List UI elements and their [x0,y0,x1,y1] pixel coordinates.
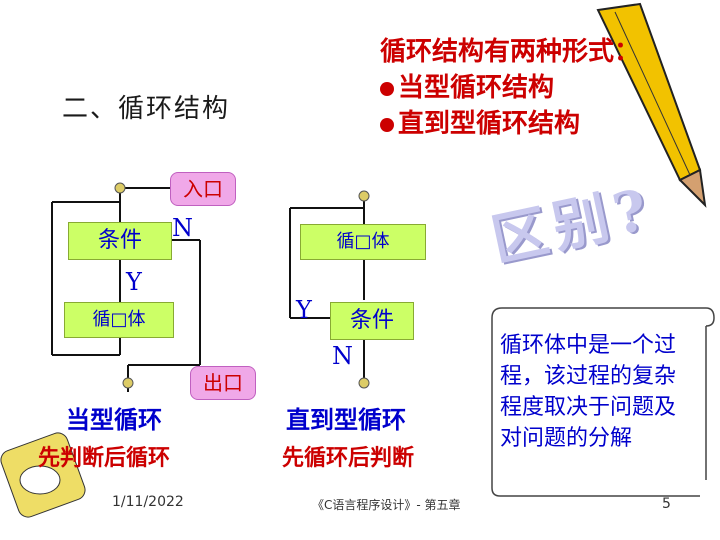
left-body-box: 循□体 [64,302,174,338]
form-item-1: 当型循环结构 [380,70,640,106]
footer-course: 《C语言程序设计》- 第五章 [312,498,461,512]
footer-date: 1/11/2022 [112,494,184,510]
bullet-icon [380,81,394,96]
entry-label: 入口 [170,172,236,206]
left-condition-box: 条件 [68,222,172,260]
left-no-label: N [172,214,193,242]
pencil-icon [596,2,707,208]
exit-label: 出口 [190,366,256,400]
section-title: 二、循环结构 [62,94,231,124]
bullet-icon [380,117,394,132]
left-yes-label: Y [126,268,142,296]
right-subcaption: 先循环后判断 [282,446,415,471]
left-caption: 当型循环 [66,406,162,434]
right-caption: 直到型循环 [286,406,406,434]
right-no-label: N [332,342,353,370]
right-condition-box: 条件 [330,302,414,340]
left-subcaption: 先判断后循环 [38,446,171,471]
form-item-2: 直到型循环结构 [380,106,640,142]
right-body-box: 循□体 [300,224,426,260]
forms-list: 循环结构有两种形式： 当型循环结构 直到型循环结构 [380,34,640,142]
note-text: 循环体中是一个过程，该过程的复杂程度取决于问题及对问题的分解 [500,330,696,454]
scroll-frame [491,307,715,497]
forms-heading: 循环结构有两种形式： [380,37,641,67]
right-yes-label: Y [296,296,312,324]
paint-icon [0,432,86,518]
footer-page: 5 [662,496,671,512]
